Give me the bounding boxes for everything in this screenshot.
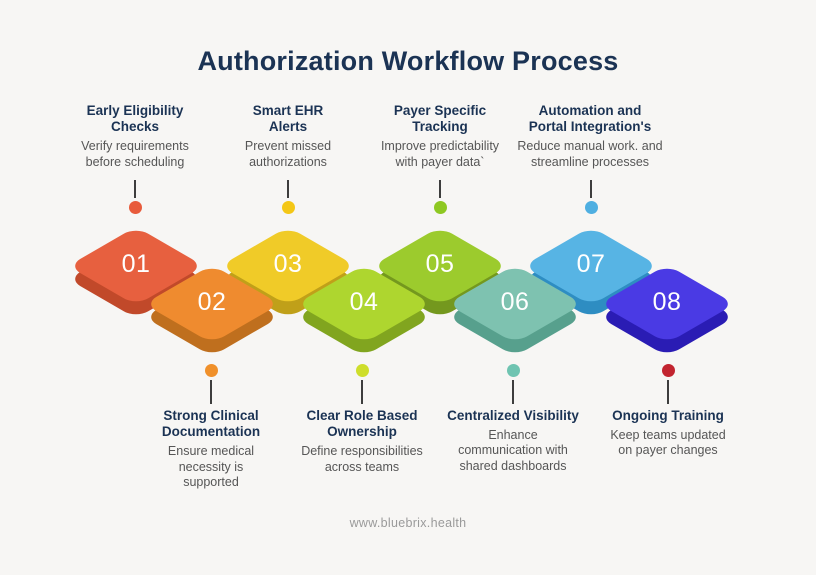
step-number: 05 (425, 249, 455, 278)
step-description: Improve predictability with payer data` (380, 139, 500, 169)
connector-pin-03 (281, 180, 295, 214)
step-label-04: Clear Role Based Ownership Define respon… (276, 408, 448, 475)
connector-line (439, 180, 441, 198)
connector-pin-02 (204, 364, 218, 404)
connector-pin-07 (584, 180, 598, 214)
step-diamond-04: 04 (296, 256, 432, 357)
step-label-03: Smart EHR Alerts Prevent missed authoriz… (202, 103, 374, 170)
step-label-08: Ongoing Training Keep teams updated on p… (582, 408, 754, 459)
step-heading: Early Eligibility Checks (86, 103, 184, 135)
connector-dot (281, 201, 295, 214)
step-heading: Ongoing Training (612, 408, 724, 423)
step-heading: Smart EHR Alerts (252, 103, 324, 135)
connector-pin-06 (506, 364, 520, 404)
step-label-05: Payer Specific Tracking Improve predicta… (354, 103, 526, 170)
connector-pin-05 (433, 180, 447, 214)
step-diamond-05: 05 (372, 218, 508, 319)
step-number: 02 (197, 287, 227, 316)
step-number: 06 (500, 287, 530, 316)
step-description: Define responsibilities across teams (301, 444, 423, 474)
step-number: 08 (652, 287, 682, 316)
connector-dot (661, 364, 675, 377)
step-description: Prevent missed authorizations (244, 139, 332, 169)
connector-line (210, 380, 212, 404)
page-title: Authorization Workflow Process (197, 46, 619, 76)
connector-line (361, 380, 363, 404)
connector-line (287, 180, 289, 198)
website-url: www.bluebrix.health (349, 516, 467, 530)
step-diamond-03: 03 (220, 218, 356, 319)
connector-dot (128, 201, 142, 214)
step-heading: Automation and Portal Integration's (528, 103, 652, 135)
step-diamond-02: 02 (144, 256, 280, 357)
step-heading: Clear Role Based Ownership (306, 408, 418, 440)
step-diamond-01: 01 (68, 218, 204, 319)
connector-dot (506, 364, 520, 377)
step-description: Keep teams updated on payer changes (610, 428, 726, 458)
step-number: 01 (121, 249, 151, 278)
step-description: Verify requirements before scheduling (81, 139, 189, 169)
step-description: Reduce manual work. and streamline proce… (517, 139, 663, 169)
connector-line (667, 380, 669, 404)
step-heading: Strong Clinical Documentation (161, 408, 261, 440)
step-diamond-07: 07 (523, 218, 659, 319)
connector-dot (584, 201, 598, 214)
connector-line (134, 180, 136, 198)
step-diamond-08: 08 (599, 256, 735, 357)
step-number: 04 (349, 287, 379, 316)
connector-dot (433, 201, 447, 214)
connector-pin-08 (661, 364, 675, 404)
step-heading: Centralized Visibility (447, 408, 579, 423)
step-label-01: Early Eligibility Checks Verify requirem… (49, 103, 221, 170)
connector-pin-04 (355, 364, 369, 404)
step-number: 03 (273, 249, 303, 278)
connector-dot (204, 364, 218, 377)
step-description: Ensure medical necessity is supported (167, 444, 255, 489)
step-label-07: Automation and Portal Integration's Redu… (504, 103, 676, 170)
connector-dot (355, 364, 369, 377)
connector-pin-01 (128, 180, 142, 214)
connector-line (590, 180, 592, 198)
step-heading: Payer Specific Tracking (393, 103, 487, 135)
step-description: Enhance communication with shared dashbo… (458, 428, 568, 473)
step-number: 07 (576, 249, 606, 278)
connector-line (512, 380, 514, 404)
step-label-02: Strong Clinical Documentation Ensure med… (125, 408, 297, 490)
step-diamond-06: 06 (447, 256, 583, 357)
step-label-06: Centralized Visibility Enhance communica… (427, 408, 599, 474)
